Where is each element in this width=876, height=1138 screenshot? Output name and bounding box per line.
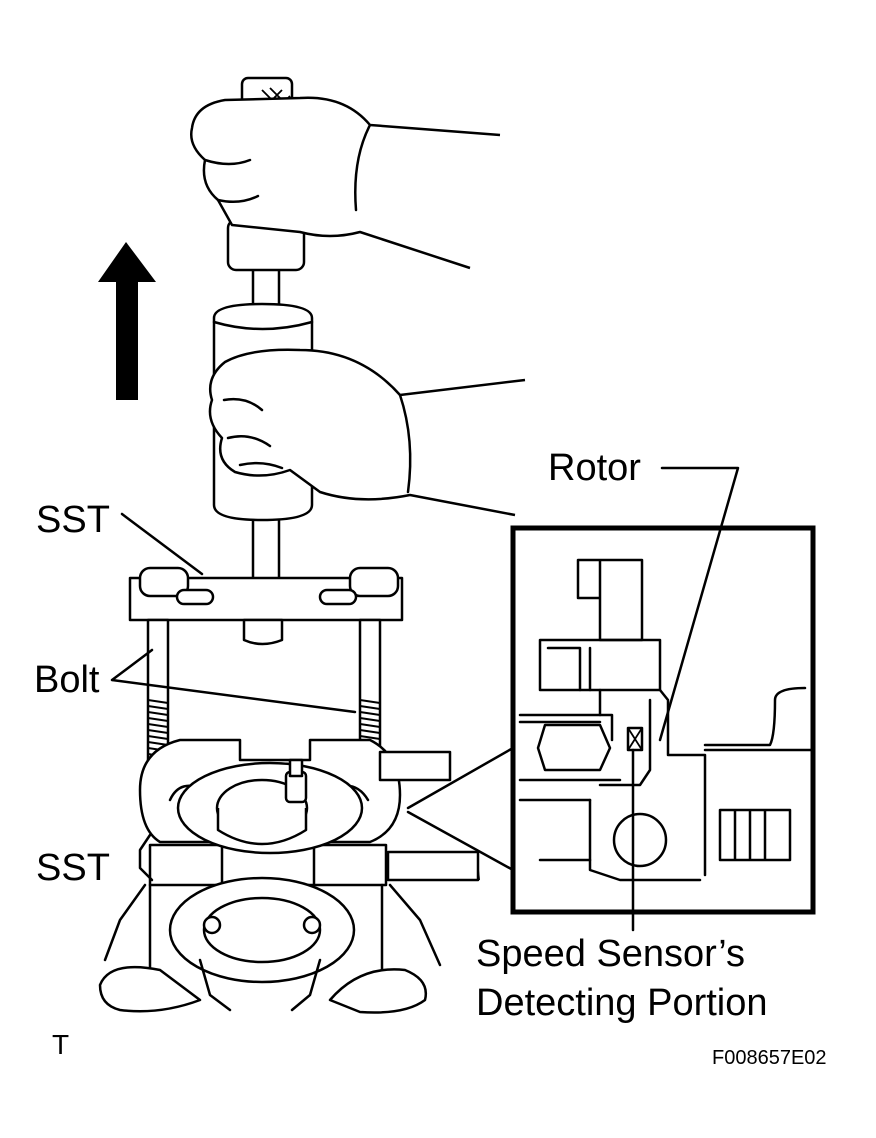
speed-sensor-label-line1: Speed Sensor’s xyxy=(476,933,745,975)
corner-mark: T xyxy=(52,1029,69,1060)
rotor-label: Rotor xyxy=(548,447,641,489)
speed-sensor-label-line2: Detecting Portion xyxy=(476,982,768,1024)
pull-direction-arrow-icon xyxy=(98,242,156,400)
sst-top-plate xyxy=(128,566,404,646)
sst-lower-label: SST xyxy=(36,847,110,889)
leader-lines xyxy=(110,466,740,932)
detail-inset xyxy=(510,525,816,915)
lower-hand xyxy=(208,348,526,517)
figure-code: F008657E02 xyxy=(712,1047,827,1069)
vise-base xyxy=(98,883,442,1014)
axle-hub xyxy=(168,758,364,984)
upper-hand xyxy=(190,96,501,270)
bolt-label: Bolt xyxy=(34,659,100,701)
sst-upper-label: SST xyxy=(36,499,110,541)
